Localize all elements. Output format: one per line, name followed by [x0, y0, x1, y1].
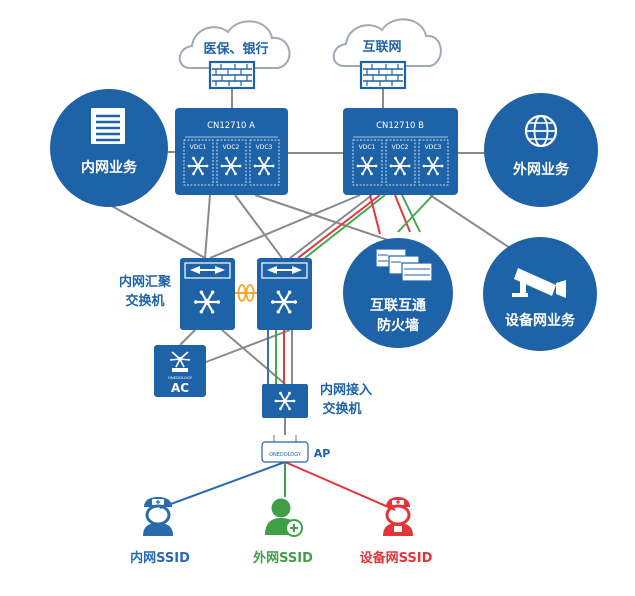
cloud-icon	[332, 18, 442, 67]
user-add-icon	[265, 498, 303, 537]
node-label: 设备网业务	[505, 312, 576, 329]
core-switch-a: CN12710 A VDC1 VDC2 VDC3	[175, 108, 288, 195]
extranet-ssid-group: 外网SSID	[252, 498, 313, 566]
cloud-label: 互联网	[362, 40, 401, 55]
cloud-label: 医保、银行	[203, 41, 268, 57]
aggregation-switch-1	[180, 258, 235, 330]
aggregation-label: 交换机	[125, 293, 164, 309]
vdc-label: VDC1	[190, 144, 207, 151]
vdc-label: VDC2	[223, 144, 240, 151]
access-switch	[262, 384, 308, 418]
ssid-label: 设备网SSID	[360, 550, 433, 566]
access-point: ONEDOLOGY	[261, 435, 309, 463]
vdc-label: VDC2	[392, 144, 409, 151]
vdc-label: VDC3	[425, 144, 442, 151]
ac-controller: ONEDOLOGY AC	[154, 345, 206, 397]
ac-label: AC	[171, 381, 189, 395]
camera-icon	[512, 268, 566, 298]
intranet-service-node: 内网业务	[50, 89, 168, 207]
interconnect-firewall-node: 互联互通 防火墙	[343, 238, 453, 348]
core-switch-title: CN12710 A	[207, 121, 255, 131]
node-label: 防火墙	[377, 317, 419, 334]
access-label: 内网接入	[320, 382, 372, 398]
core-switch-title: CN12710 B	[376, 121, 424, 131]
aggregation-label: 内网汇聚	[119, 274, 172, 290]
globe-icon	[524, 114, 558, 148]
ssid-label: 内网SSID	[130, 550, 190, 566]
firewall-icon	[359, 60, 407, 90]
intranet-ssid-group: 内网SSID	[130, 497, 190, 566]
firewall-icon	[208, 60, 256, 90]
device-ssid-group: 设备网SSID	[360, 497, 433, 566]
vdc-label: VDC1	[359, 144, 376, 151]
access-label: 交换机	[322, 401, 361, 417]
firewall-stack-icon	[375, 248, 433, 282]
extranet-service-node: 外网业务	[484, 93, 598, 207]
doctor-icon	[383, 497, 413, 536]
device-service-node: 设备网业务	[483, 237, 597, 351]
core-switch-b: CN12710 B VDC1 VDC2 VDC3	[343, 108, 458, 195]
wireless-controller-icon	[169, 351, 191, 372]
ap-label: AP	[314, 447, 331, 460]
stack-link-icon	[235, 284, 257, 302]
brand-label: ONEDOLOGY	[168, 375, 193, 380]
brand-label: ONEDOLOGY	[269, 452, 302, 458]
node-label: 外网业务	[513, 161, 570, 178]
node-label: 互联互通	[370, 298, 426, 314]
server-icon	[91, 108, 125, 144]
cloud-internet: 互联网	[332, 18, 442, 90]
aggregation-switch-2	[257, 258, 312, 330]
nurse-icon	[143, 497, 173, 536]
cloud-icon	[178, 20, 291, 69]
vdc-label: VDC3	[256, 144, 273, 151]
cloud-healthcare-bank: 医保、银行	[178, 20, 291, 90]
ssid-label: 外网SSID	[252, 550, 313, 566]
connection-lines	[109, 88, 511, 511]
node-label: 内网业务	[81, 159, 138, 176]
